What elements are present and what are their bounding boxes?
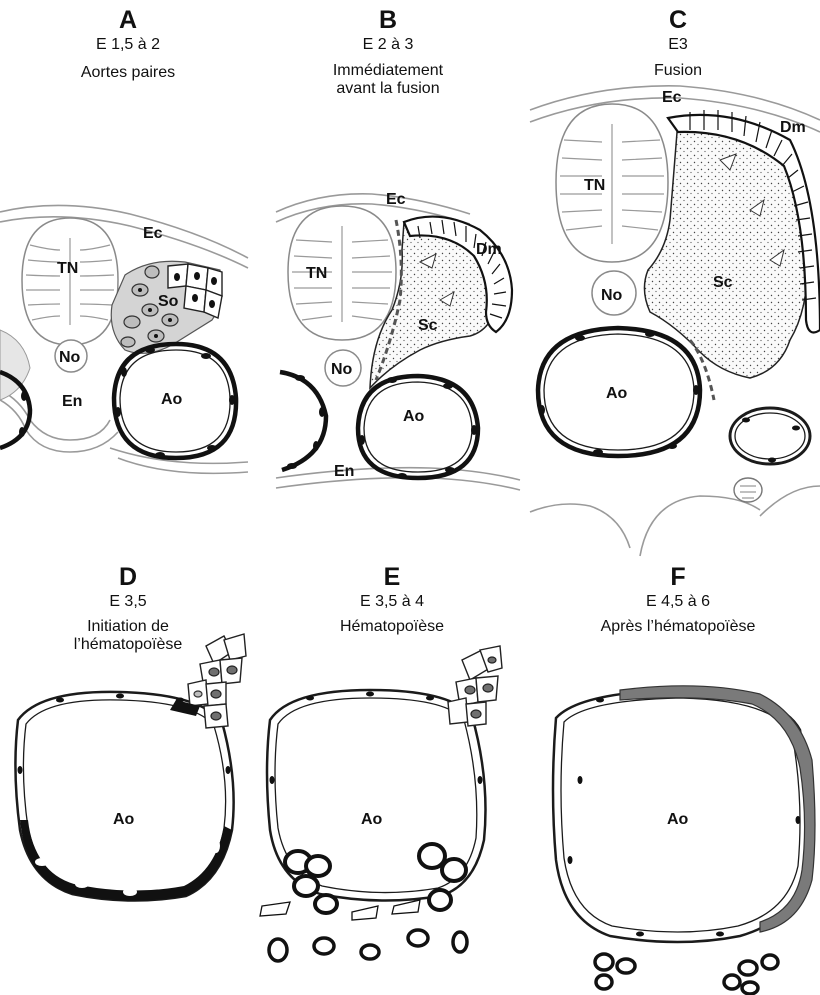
- panel-e-letter: E: [384, 563, 401, 591]
- panel-d-diagram: Ao: [15, 634, 246, 901]
- label-sc-b: Sc: [418, 317, 438, 334]
- label-tn-a: TN: [57, 260, 78, 277]
- panel-e-stage: E 3,5 à 4: [360, 593, 424, 610]
- panel-a-stage: E 1,5 à 2: [96, 36, 160, 53]
- panel-b-diagram: Ec TN Dm Sc No Ao En: [276, 191, 520, 490]
- panel-e-header: E E 3,5 à 4 Hématopoïèse: [340, 563, 444, 635]
- label-ao-c: Ao: [606, 385, 628, 402]
- aorta-d: [15, 692, 233, 901]
- panel-e-title: Hématopoïèse: [340, 618, 444, 635]
- label-ao-f: Ao: [667, 811, 689, 828]
- panel-d-stage: E 3,5: [109, 593, 146, 610]
- panel-c-letter: C: [669, 6, 687, 34]
- panel-a-letter: A: [119, 6, 137, 34]
- panel-d-header: D E 3,5 Initiation de l’hématopoïèse: [74, 563, 183, 653]
- label-dm-b: Dm: [476, 241, 502, 258]
- panel-a-title: Aortes paires: [81, 64, 175, 81]
- gut-c: [734, 478, 762, 502]
- panel-a-header: A E 1,5 à 2 Aortes paires: [81, 6, 175, 81]
- label-so-a: So: [158, 293, 179, 310]
- panel-a-diagram: Ec TN So No En Ao: [0, 205, 248, 473]
- aorta-b-right: [358, 376, 478, 479]
- label-tn-c: TN: [584, 177, 605, 194]
- panel-e-diagram: Ao: [260, 646, 502, 961]
- label-ec-a: Ec: [143, 225, 163, 242]
- label-ao-e: Ao: [361, 811, 383, 828]
- panel-f-header: F E 4,5 à 6 Après l’hématopoïèse: [601, 563, 756, 635]
- label-no-a: No: [59, 349, 81, 366]
- aorta-b-left: [280, 372, 326, 470]
- neural-tube-a: [22, 218, 118, 345]
- panel-d-title: Initiation de: [87, 618, 169, 635]
- label-ao-d: Ao: [113, 811, 135, 828]
- label-no-c: No: [601, 287, 623, 304]
- panel-c-stage: E3: [668, 36, 688, 53]
- blood-cells-f: [595, 954, 778, 994]
- vessel-c-small: [730, 408, 810, 464]
- label-en-b: En: [334, 463, 354, 480]
- panel-c-header: C E3 Fusion: [654, 6, 702, 79]
- label-ao-b: Ao: [403, 408, 425, 425]
- panel-f-letter: F: [670, 563, 685, 591]
- neural-tube-c: [556, 104, 668, 262]
- blood-cells-e: [260, 844, 467, 961]
- hematopoietic-cluster-e: [448, 646, 502, 726]
- panel-f-stage: E 4,5 à 6: [646, 593, 710, 610]
- label-sc-c: Sc: [713, 274, 733, 291]
- label-tn-b: TN: [306, 265, 327, 282]
- panel-b-stage: E 2 à 3: [363, 36, 414, 53]
- panel-d-letter: D: [119, 563, 137, 591]
- label-ec-b: Ec: [386, 191, 406, 208]
- label-no-b: No: [331, 361, 353, 378]
- neural-tube-b: [288, 206, 396, 340]
- label-dm-c: Dm: [780, 119, 806, 136]
- panel-c-diagram: Ec Dm TN Sc No Ao: [530, 86, 820, 556]
- panel-b-header: B E 2 à 3 Immédiatement avant la fusion: [333, 6, 444, 97]
- panel-b-title2: avant la fusion: [336, 80, 439, 97]
- label-en-a: En: [62, 393, 82, 410]
- panel-d-title2: l’hématopoïèse: [74, 636, 183, 653]
- label-ao-a: Ao: [161, 391, 183, 408]
- panel-f-title: Après l’hématopoïèse: [601, 618, 756, 635]
- panel-b-title: Immédiatement: [333, 62, 444, 79]
- panel-f-diagram: Ao: [553, 686, 815, 994]
- panel-c-title: Fusion: [654, 62, 702, 79]
- panel-b-letter: B: [379, 6, 397, 34]
- label-ec-c: Ec: [662, 89, 682, 106]
